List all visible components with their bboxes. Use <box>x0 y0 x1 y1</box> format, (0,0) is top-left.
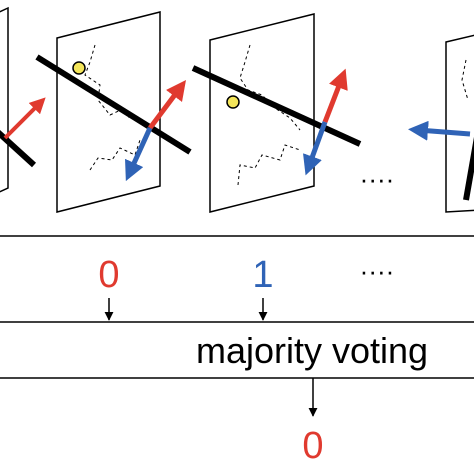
query-point <box>72 61 86 75</box>
red-class-arrow <box>148 80 186 130</box>
classifier-panel-1 <box>0 6 46 193</box>
class-boundary-dashed <box>461 59 469 101</box>
decision-boundary-line <box>0 130 37 168</box>
decision-boundary-line <box>191 65 362 147</box>
panel-sheet <box>445 34 474 213</box>
result-label: 0 <box>302 425 323 467</box>
vote-label-1: 0 <box>98 254 119 296</box>
classifier-panel-3 <box>191 13 362 213</box>
query-point <box>226 95 240 109</box>
decision-boundary-line <box>463 136 474 201</box>
panel-sheet <box>56 11 161 213</box>
blue-class-arrow <box>408 120 471 141</box>
class-boundary-dashed <box>237 144 301 186</box>
vote-label-2: 1 <box>252 254 273 296</box>
blue-class-arrow <box>125 126 153 182</box>
classifier-panel-2 <box>35 11 192 213</box>
class-boundary-dashed <box>89 139 141 171</box>
red-class-arrow <box>3 97 46 140</box>
decision-boundary-line <box>35 54 192 155</box>
vote-ellipsis: ···· <box>360 256 395 286</box>
class-boundary-dashed <box>239 44 301 131</box>
red-class-arrow <box>322 68 348 123</box>
blue-class-arrow <box>303 121 328 176</box>
panel-ellipsis: ···· <box>360 164 395 194</box>
majority-voting-box <box>0 321 474 379</box>
panel-sheet <box>0 6 9 193</box>
majority-voting-label: majority voting <box>196 330 428 371</box>
panel-sheet <box>209 13 315 213</box>
classifier-panel-4 <box>408 34 474 213</box>
